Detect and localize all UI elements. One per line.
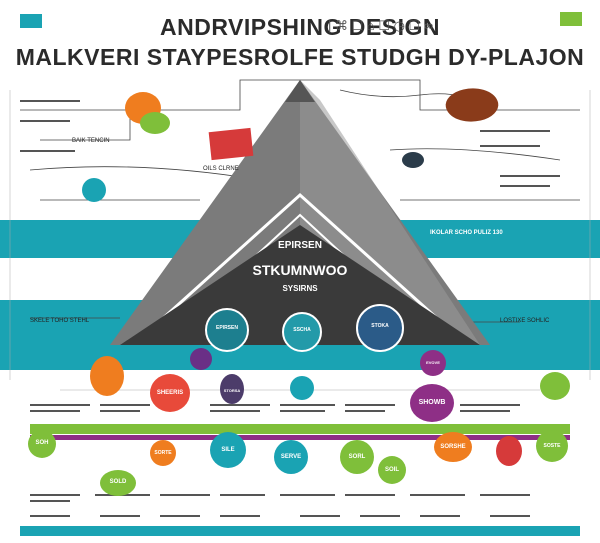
title-line-2: MALKVERI STAYPESROLFE STUDGH DY-PLAJON: [15, 44, 585, 70]
text-line: [220, 494, 265, 496]
text-line: [210, 410, 260, 412]
text-line: [410, 494, 465, 496]
text-line: [280, 404, 335, 406]
lower-bubble-teal: [290, 376, 314, 400]
bottom-bubble-5: [274, 440, 308, 474]
text-line: [500, 185, 550, 187]
connector-line: [389, 148, 561, 161]
bottom-bubble-6-label: SORL: [348, 454, 366, 460]
lower-bubble-dark: [220, 374, 244, 404]
lower-bubble-purple-right: [420, 350, 446, 376]
text-line: [160, 494, 210, 496]
band-circle-1: [205, 308, 249, 352]
bottom-bubble-8: [434, 432, 472, 462]
text-line: [345, 404, 395, 406]
text-line: [490, 515, 530, 517]
band-circle-3-label: STOKA: [371, 323, 389, 329]
bottom-bubble-4-label: SILE: [221, 447, 235, 453]
top-accent-green-right: [560, 12, 582, 26]
lower-bubble-purple-left: [190, 348, 212, 370]
teal-band-bottom: [20, 526, 580, 536]
connector-line: [29, 166, 261, 181]
pyramid-white-chevron: [148, 192, 452, 332]
bottom-bubble-6: [340, 440, 374, 474]
bottom-bubble-5-label: SERVE: [280, 454, 302, 460]
bottom-bubble-2: [100, 470, 136, 496]
text-line: [300, 515, 340, 517]
text-line: [460, 410, 510, 412]
header-glyphs: | ⌘ ☐ ⌂ ☐ ◷ ☐ ∞: [328, 18, 434, 33]
bottom-bubble-1-label: SOH: [35, 440, 49, 446]
pyramid-label-mid: STKUMNWOO: [252, 262, 348, 278]
teal-dot-left: [82, 178, 106, 202]
pyramid-label-top: EPIRSEN: [278, 240, 322, 251]
bottom-bubble-9: [536, 430, 568, 462]
text-line: [30, 494, 80, 496]
text-line: [160, 515, 200, 517]
callout-right-small: LOSTIXE SOHLIC: [500, 318, 550, 324]
band-circle-2-label: SSCHA: [293, 327, 311, 333]
text-line: [345, 410, 385, 412]
callout-left-top: BAIK TENCIN: [72, 138, 110, 144]
text-line: [210, 404, 270, 406]
bottom-bubble-2-label: SOLD: [109, 479, 127, 485]
text-line: [30, 515, 70, 517]
bottom-bubble-1: [28, 430, 56, 458]
text-line: [500, 175, 560, 177]
lower-bubble-red: [150, 374, 190, 412]
bottom-bubble-9-label: SOSTE: [543, 443, 561, 449]
text-line: [360, 515, 400, 517]
lower-bubble-purple: [410, 384, 454, 422]
callout-right-band: IKOLAR SCHO PULIZ 130: [430, 230, 503, 236]
text-line: [220, 515, 260, 517]
text-line: [100, 410, 140, 412]
text-line: [420, 515, 460, 517]
band-circle-3: [356, 304, 404, 352]
bottom-bubble-red: [496, 436, 522, 466]
bottom-bubble-3-label: SORTE: [154, 450, 172, 456]
bottom-bubble-8-label: SORSHE: [440, 444, 466, 450]
purple-band: [30, 435, 570, 440]
text-line: [100, 404, 150, 406]
top-accent-teal-left: [20, 14, 42, 28]
text-line: [20, 150, 75, 152]
bottom-bubble-4: [210, 432, 246, 468]
text-line: [20, 120, 70, 122]
text-line: [480, 130, 550, 132]
bottom-bubble-3: [150, 440, 176, 466]
text-line: [30, 500, 70, 502]
pyramid-label-low: SYSIRNS: [282, 284, 318, 293]
text-line: [345, 494, 395, 496]
text-line: [30, 410, 80, 412]
lower-bubble-red-label: SHEERIS: [156, 390, 184, 396]
band-circle-2: [282, 312, 322, 352]
text-line: [460, 404, 520, 406]
text-line: [20, 100, 80, 102]
green-blob-left: [140, 112, 170, 134]
text-line: [280, 410, 325, 412]
pyramid-peak-dark: [285, 80, 315, 102]
bottom-bubble-7-label: SOIL: [384, 467, 399, 473]
lower-bubble-orange: [90, 356, 124, 396]
band-circle-1-label: EPIRSEN: [216, 325, 238, 331]
text-line: [480, 494, 530, 496]
bottom-bubble-7: [378, 456, 406, 484]
title-line-1: ANDRVIPSHING DESIGN: [159, 14, 440, 40]
connector-line: [40, 110, 131, 141]
lower-bubble-green: [540, 372, 570, 400]
callout-left-small: SKELE TOHO STEHL: [30, 318, 90, 324]
lower-bubble-purple-right-label: EVOVE: [426, 360, 440, 365]
green-band: [30, 424, 570, 434]
text-line: [280, 494, 335, 496]
teal-dot-right: [402, 152, 424, 168]
text-line: [480, 145, 540, 147]
lower-bubble-purple-label: SHOWB: [418, 399, 446, 406]
text-line: [100, 515, 140, 517]
lower-bubble-dark-label: STORSA: [223, 388, 241, 393]
callout-left-mid: OILS CLRNE: [203, 166, 239, 172]
text-line: [30, 404, 90, 406]
